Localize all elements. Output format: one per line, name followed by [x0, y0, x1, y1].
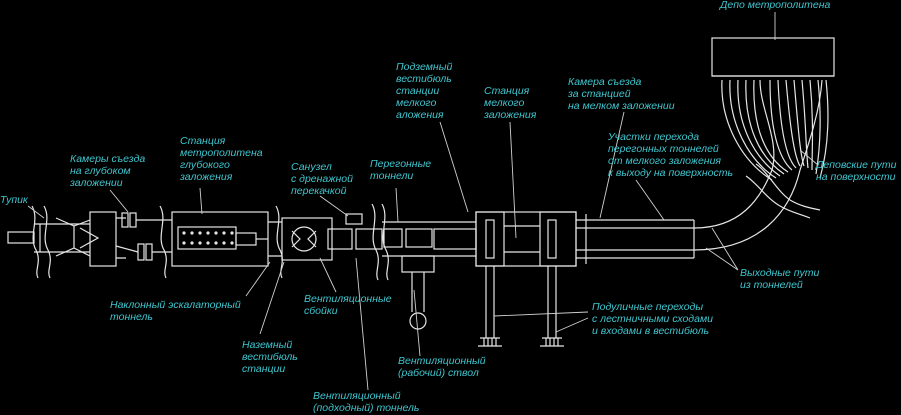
leader-lines — [27, 12, 819, 391]
label-escalator: Наклонный эскалаторный тоннель — [110, 299, 244, 323]
shallow-tunnels — [576, 214, 695, 264]
label-deadend: Тупик — [0, 194, 29, 206]
label-switch-deep: Камеры съезда на глубоком заложении — [69, 153, 148, 189]
tunnel-drawing — [7, 37, 835, 347]
deep-station — [171, 211, 282, 267]
sanitary-block — [281, 213, 383, 261]
dead-end-stub — [7, 231, 35, 244]
deep-switch-chambers — [34, 211, 172, 267]
label-switch-shallow: Камера съезда за станцией на мелком зало… — [567, 76, 675, 112]
label-station-deep: Станция метрополитена глубокого заложени… — [179, 135, 266, 183]
label-vent-links: Вентиляционные сбойки — [304, 293, 394, 317]
shallow-station — [475, 211, 577, 267]
depot-tracks — [721, 79, 829, 181]
label-exit-tracks: Выходные пути из тоннелей — [740, 267, 822, 291]
label-sanitary: Санузел с дренажной перекачкой — [291, 161, 356, 197]
platform-dots — [182, 231, 234, 245]
label-underpasses: Подуличные переходы с лестничными сходам… — [592, 301, 716, 337]
label-vestibule-shallow: Подземный вестибюль станции мелкого алож… — [396, 61, 455, 121]
label-vent-tunnel: Вентиляционный (подходный) тоннель — [313, 390, 419, 414]
label-depot: Депо метрополитена — [719, 0, 831, 11]
vent-shaft — [409, 272, 427, 330]
underpass-exits — [478, 266, 564, 347]
label-vent-shaft: Вентиляционный (рабочий) ствол — [398, 355, 488, 379]
label-ground-vestibule: Наземный вестибюль станции — [242, 339, 301, 375]
label-depot-tracks: Деповские пути на поверхности — [815, 159, 899, 183]
label-station-shallow: Станция мелкого заложения — [483, 85, 537, 121]
label-transition: Участки перехода перегонных тоннелей от … — [607, 131, 733, 179]
label-tunnels: Перегонные тоннели — [370, 158, 434, 182]
depot-building — [711, 37, 835, 77]
running-tunnels — [382, 221, 477, 273]
